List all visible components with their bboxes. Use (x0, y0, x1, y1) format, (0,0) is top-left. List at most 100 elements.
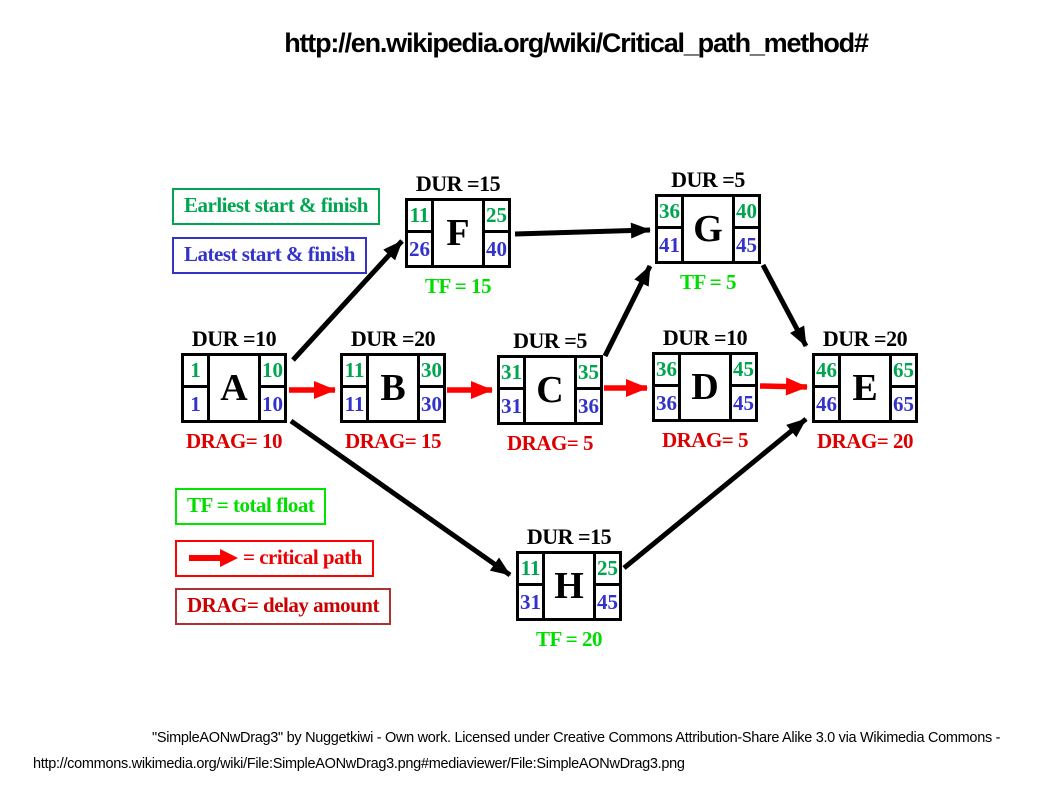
node-E-label: E (852, 367, 878, 409)
node-F-tf-label: TF = 15 (424, 274, 492, 298)
node-C-early-start: 31 (500, 358, 523, 390)
edge-a-f (291, 239, 404, 362)
edge-c-g (602, 264, 653, 358)
node-A-early-finish: 10 (261, 356, 284, 388)
node-F-right-column: 25 40 (482, 201, 508, 265)
node-G-early-finish: 40 (735, 197, 758, 229)
node-B-early-start: 11 (343, 356, 366, 388)
node-G: DUR =5 36 41 G 40 45 TF = 5 (655, 167, 761, 295)
node-E-late-finish: 65 (893, 391, 914, 416)
page-title: http://en.wikipedia.org/wiki/Critical_pa… (284, 28, 869, 58)
node-B: DUR =20 11 11 B 30 30 DRAG= 15 (340, 326, 446, 454)
edge-a-h (289, 418, 512, 578)
node-B-drag-label: DRAG= 15 (344, 429, 442, 453)
attribution-line-2: http://commons.wikimedia.org/wiki/File:S… (33, 756, 685, 772)
node-F-box: 11 26 F 25 40 (405, 198, 511, 268)
legend-critical-path: = critical path (175, 540, 374, 577)
node-F-early-finish: 25 (485, 201, 508, 233)
node-B-left-column: 11 11 (343, 356, 369, 420)
node-D-drag-label: DRAG= 5 (661, 428, 749, 452)
node-C-late-finish: 36 (578, 393, 599, 418)
node-D-late-finish: 45 (733, 390, 754, 415)
node-E-late-start: 46 (816, 391, 837, 416)
node-G-label: G (693, 208, 723, 250)
edge-h-e (622, 417, 808, 570)
node-A-late-start: 1 (190, 391, 201, 416)
node-G-early-start: 36 (658, 197, 681, 229)
legend-latest-start-finish: Latest start & finish (172, 237, 367, 274)
node-E-box: 46 46 E 65 65 (812, 353, 918, 423)
node-D-early-start: 36 (655, 355, 678, 387)
node-A-left-column: 1 1 (184, 356, 210, 420)
legend-earliest-start-finish: Earliest start & finish (172, 188, 380, 225)
node-A-late-finish: 10 (262, 391, 283, 416)
node-H: DUR =15 11 31 H 25 45 TF = 20 (516, 524, 622, 652)
node-D-label: D (691, 366, 719, 408)
node-H-tf-label: TF = 20 (535, 627, 603, 651)
node-E-early-start: 46 (815, 356, 838, 388)
node-H-left-column: 11 31 (519, 554, 545, 618)
node-B-box: 11 11 B 30 30 (340, 353, 446, 423)
node-A-box: 1 1 A 10 10 (181, 353, 287, 423)
node-D: DUR =10 36 36 D 45 45 DRAG= 5 (652, 325, 758, 453)
node-D-box: 36 36 D 45 45 (652, 352, 758, 422)
node-A-early-start: 1 (184, 356, 207, 388)
node-D-early-finish: 45 (732, 355, 755, 387)
node-F-early-start: 11 (408, 201, 431, 233)
node-C: DUR =5 31 31 C 35 36 DRAG= 5 (497, 328, 603, 456)
node-A-drag-label: DRAG= 10 (185, 429, 283, 453)
node-G-late-start: 41 (659, 232, 680, 257)
legend-critical-path-label: = critical path (243, 545, 362, 569)
node-B-late-finish: 30 (421, 391, 442, 416)
node-A-duration: DUR =10 (191, 326, 277, 351)
edge-d-e (759, 377, 808, 396)
node-H-early-finish: 25 (596, 554, 619, 586)
node-E: DUR =20 46 46 E 65 65 DRAG= 20 (812, 326, 918, 454)
node-F-duration: DUR =15 (415, 171, 501, 196)
node-E-drag-label: DRAG= 20 (816, 429, 914, 453)
node-H-late-finish: 45 (597, 589, 618, 614)
node-A-label: A (220, 367, 248, 409)
node-D-right-column: 45 45 (729, 355, 755, 419)
node-G-box: 36 41 G 40 45 (655, 194, 761, 264)
node-H-late-start: 31 (520, 589, 541, 614)
node-H-label: H (554, 565, 584, 607)
node-B-right-column: 30 30 (417, 356, 443, 420)
node-E-duration: DUR =20 (822, 326, 908, 351)
node-E-early-finish: 65 (892, 356, 915, 388)
node-G-late-finish: 45 (736, 232, 757, 257)
node-C-early-finish: 35 (577, 358, 600, 390)
node-H-duration: DUR =15 (526, 524, 612, 549)
node-F-late-start: 26 (409, 236, 430, 261)
node-H-box: 11 31 H 25 45 (516, 551, 622, 621)
node-G-right-column: 40 45 (732, 197, 758, 261)
node-A: DUR =10 1 1 A 10 10 DRAG= 10 (181, 326, 287, 454)
edge-f-g (514, 222, 651, 239)
node-H-right-column: 25 45 (593, 554, 619, 618)
attribution-line-1: "SimpleAONwDrag3" by Nuggetkiwi - Own wo… (152, 730, 1001, 746)
node-B-label: B (380, 367, 406, 409)
node-C-drag-label: DRAG= 5 (506, 431, 594, 455)
node-H-early-start: 11 (519, 554, 542, 586)
node-F-left-column: 11 26 (408, 201, 434, 265)
node-F-label: F (446, 212, 470, 254)
node-D-late-start: 36 (656, 390, 677, 415)
legend-total-float: TF = total float (175, 488, 327, 525)
critical-path-arrow-icon (189, 548, 238, 567)
node-C-label: C (536, 369, 564, 411)
node-G-duration: DUR =5 (671, 167, 745, 192)
node-C-right-column: 35 36 (574, 358, 600, 422)
node-G-left-column: 36 41 (658, 197, 684, 261)
node-B-duration: DUR =20 (350, 326, 436, 351)
node-C-box: 31 31 C 35 36 (497, 355, 603, 425)
node-B-late-start: 11 (344, 391, 365, 416)
node-G-tf-label: TF = 5 (679, 270, 737, 294)
node-D-duration: DUR =10 (662, 325, 748, 350)
node-C-left-column: 31 31 (500, 358, 526, 422)
node-C-duration: DUR =5 (513, 328, 587, 353)
node-F: DUR =15 11 26 F 25 40 TF = 15 (405, 171, 511, 299)
node-D-left-column: 36 36 (655, 355, 681, 419)
node-B-early-finish: 30 (420, 356, 443, 388)
node-E-right-column: 65 65 (889, 356, 915, 420)
